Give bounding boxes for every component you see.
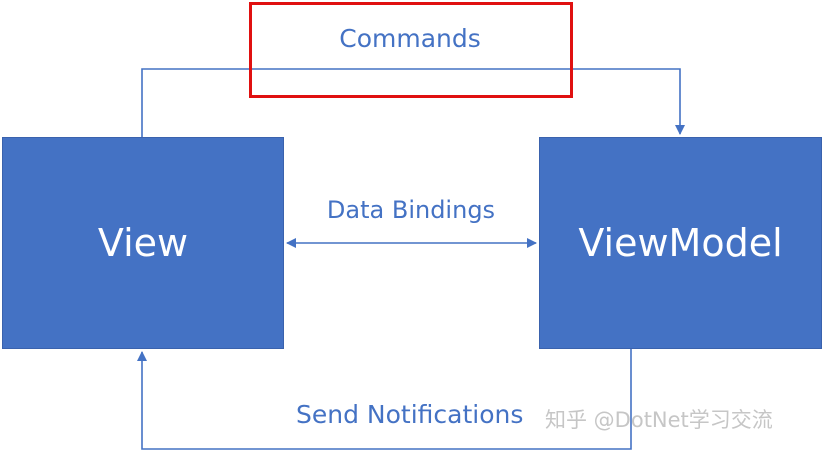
send-notifications-arrow	[137, 349, 632, 450]
commands-label: Commands	[339, 24, 481, 53]
view-box: View	[2, 137, 284, 349]
send-notifications-label: Send Notifications	[296, 400, 524, 429]
view-label: View	[97, 221, 189, 265]
commands-highlight-box	[249, 2, 573, 98]
viewmodel-box: ViewModel	[539, 137, 822, 349]
data-bindings-label: Data Bindings	[326, 196, 496, 224]
viewmodel-label: ViewModel	[578, 221, 783, 265]
watermark-text: 知乎 @DotNet学习交流	[545, 408, 773, 432]
commands-arrow	[141, 68, 685, 137]
